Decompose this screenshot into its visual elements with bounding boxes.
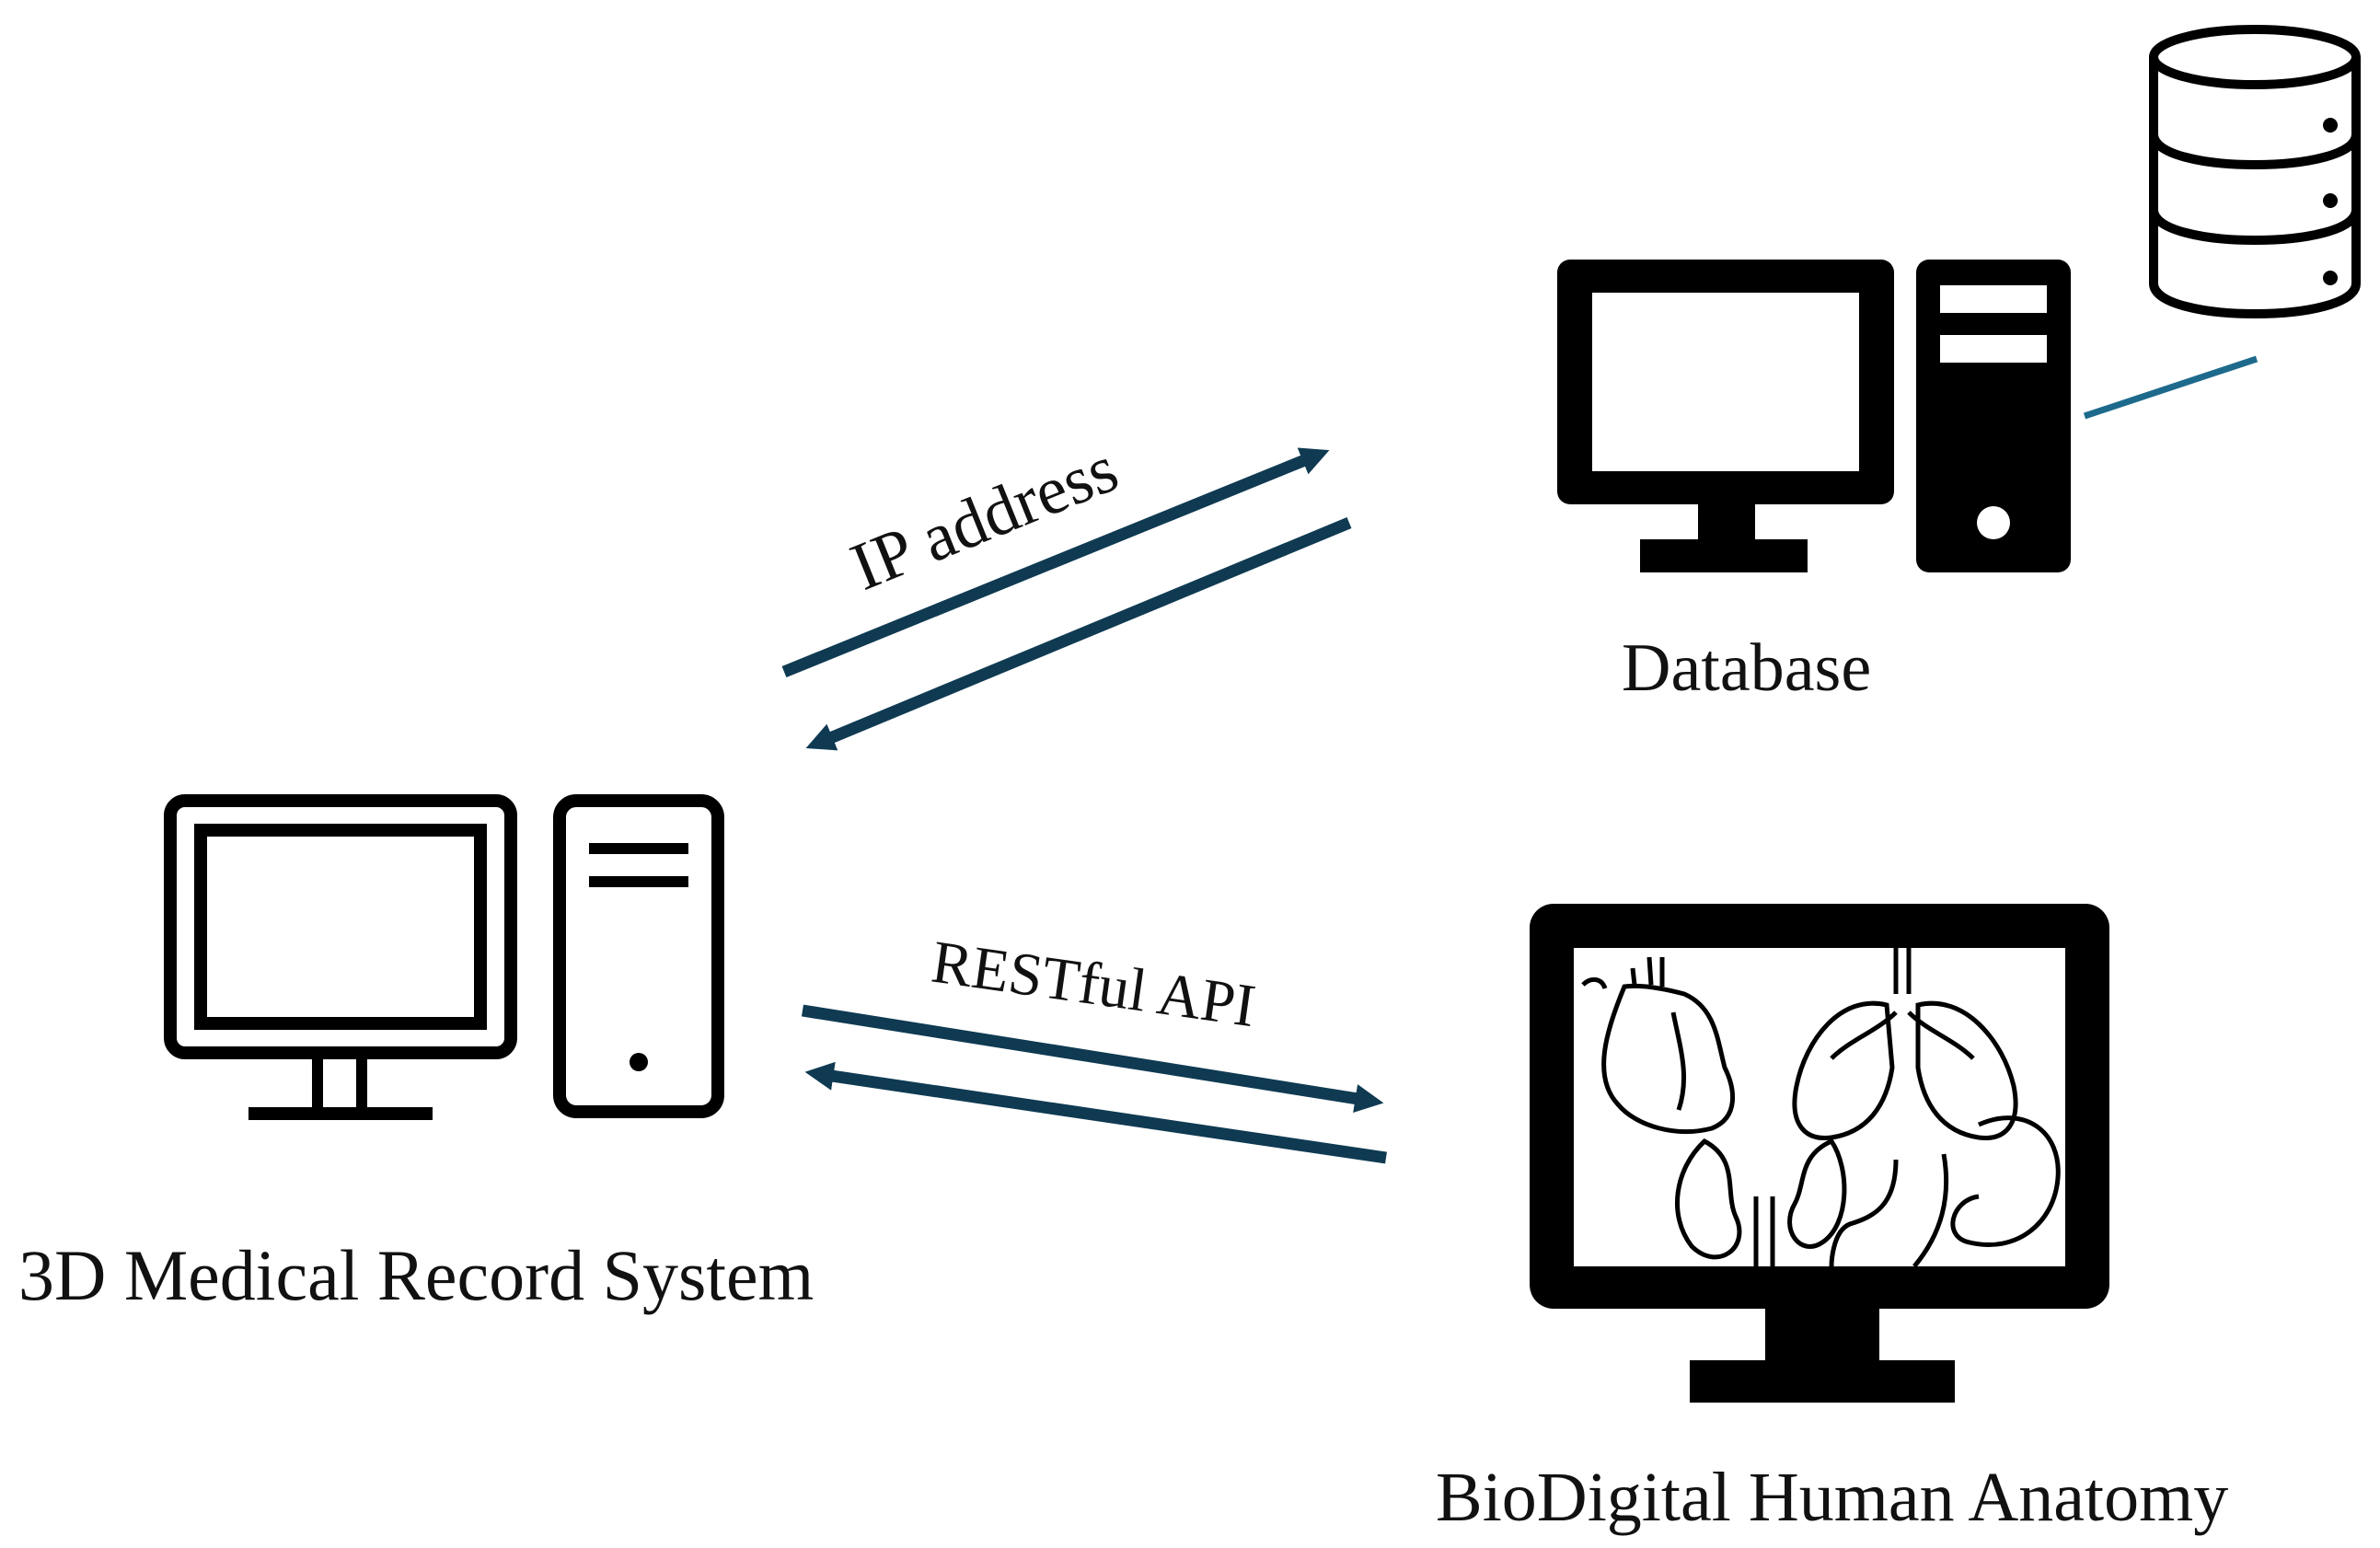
database-computer-icon [1557,260,2071,572]
arrow-to-database [781,447,1330,678]
client-computer-icon [164,794,724,1120]
restful-api-label: RESTful API [928,929,1260,1041]
database-label: Database [1622,630,1871,706]
storage-link-line [2083,355,2259,420]
arrow-to-client-top [805,516,1352,751]
kidney-icon [1674,1138,1847,1266]
lungs-icon [1792,948,2018,1140]
stomach-icon [1829,1115,2061,1268]
ip-address-label: IP address [841,431,1128,606]
restful-api-connection: RESTful API [801,929,1387,1164]
arrow-to-anatomy [801,1004,1384,1113]
arrow-to-client-bottom [804,1061,1387,1164]
heart-icon [1581,956,1735,1134]
anatomy-label: BioDigital Human Anatomy [1436,1459,2228,1536]
anatomy-monitor-icon [1530,904,2109,1403]
client-label: 3D Medical Record System [18,1235,814,1315]
database-cylinder-icon [2149,25,2361,318]
ip-address-connection: IP address [781,431,1352,751]
